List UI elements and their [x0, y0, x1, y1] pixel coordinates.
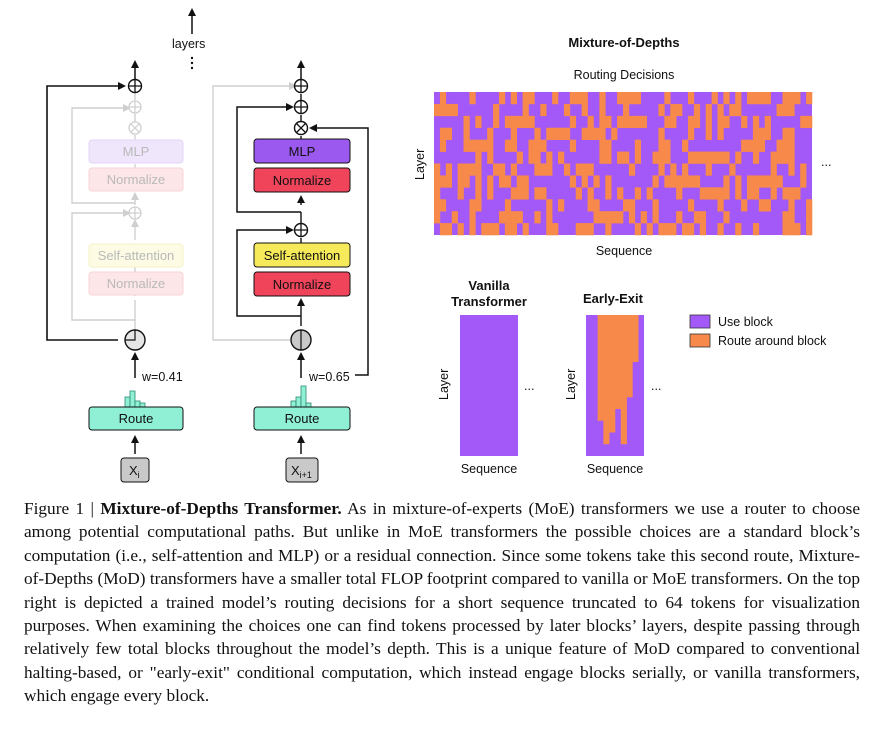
block-column-xi: MLP Normalize Self-attention Normalize w… [46, 60, 184, 483]
token-xi1 [285, 457, 319, 483]
svg-text:...: ... [524, 379, 534, 393]
figure-caption: Figure 1 | Mixture-of-Depths Transformer… [24, 497, 860, 708]
router-logits-icon [124, 390, 146, 408]
router-weight: w=0.65 [308, 370, 350, 384]
layers-label: layers [172, 37, 205, 51]
svg-text:MLP: MLP [289, 144, 316, 159]
vanilla-title-line1: Vanilla [468, 278, 510, 293]
vanilla-panel: Vanilla Transformer Layer Sequence ... [437, 278, 534, 476]
svg-text:MLP: MLP [123, 144, 150, 159]
normalize-box [88, 271, 184, 296]
layer-axis: Layer [413, 149, 427, 180]
svg-text:Normalize: Normalize [107, 276, 166, 291]
svg-text:Route: Route [285, 411, 320, 426]
sequence-axis: Sequence [596, 244, 652, 258]
router-weight: w=0.41 [141, 370, 183, 384]
self-attention-box [253, 242, 351, 268]
route-box [253, 406, 351, 431]
svg-text:Xi: Xi [129, 463, 140, 480]
mlp-box [253, 138, 351, 164]
vanilla-title-line2: Transformer [451, 294, 527, 309]
svg-text:Self-attention: Self-attention [98, 248, 175, 263]
early-exit-title: Early-Exit [583, 291, 644, 306]
vanilla-grid [460, 315, 518, 456]
svg-text:Sequence: Sequence [587, 462, 643, 476]
mod-panel: Mixture-of-Depths Routing Decisions Laye… [413, 35, 831, 258]
layers-indicator: layers [172, 8, 205, 70]
route-box [88, 406, 184, 431]
heatmap-ellipsis: ... [821, 155, 831, 169]
legend-swatch-use [689, 314, 711, 329]
mlp-box [88, 139, 184, 164]
caption-figure-number: Figure 1 | [24, 499, 101, 518]
figure-canvas: layers MLP Normalize [46, 8, 831, 483]
svg-text:Normalize: Normalize [107, 172, 166, 187]
early-exit-panel: Early-Exit Layer Sequence ... [564, 291, 661, 476]
router-logits-icon [290, 385, 312, 408]
svg-text:Xi+1: Xi+1 [291, 463, 312, 480]
block-column-xi1: MLP Normalize Self-attention Normalize w… [212, 60, 369, 483]
svg-text:Layer: Layer [437, 369, 451, 400]
mod-title: Mixture-of-Depths [568, 35, 679, 50]
svg-text:Route: Route [119, 411, 154, 426]
svg-text:Sequence: Sequence [461, 462, 517, 476]
normalize-box [88, 167, 184, 192]
figure-1: layers MLP Normalize [46, 8, 831, 483]
svg-text:Normalize: Normalize [273, 277, 332, 292]
routing-heatmap-cells [434, 92, 813, 236]
normalize-box [253, 271, 351, 297]
routing-title: Routing Decisions [574, 68, 675, 82]
self-attention-box [88, 243, 184, 268]
svg-text:Layer: Layer [564, 369, 578, 400]
legend-label-route: Route around block [718, 334, 827, 348]
caption-title: Mixture-of-Depths Transformer. [100, 499, 342, 518]
legend: Use block Route around block [689, 314, 827, 348]
svg-text:...: ... [651, 379, 661, 393]
legend-swatch-route [689, 333, 711, 348]
token-xi [120, 457, 150, 483]
normalize-box [253, 167, 351, 193]
svg-text:Self-attention: Self-attention [264, 248, 341, 263]
legend-label-use: Use block [718, 315, 774, 329]
early-exit-cells [597, 315, 639, 445]
caption-body: As in mixture-of-experts (MoE) transform… [24, 499, 860, 706]
svg-text:Normalize: Normalize [273, 173, 332, 188]
